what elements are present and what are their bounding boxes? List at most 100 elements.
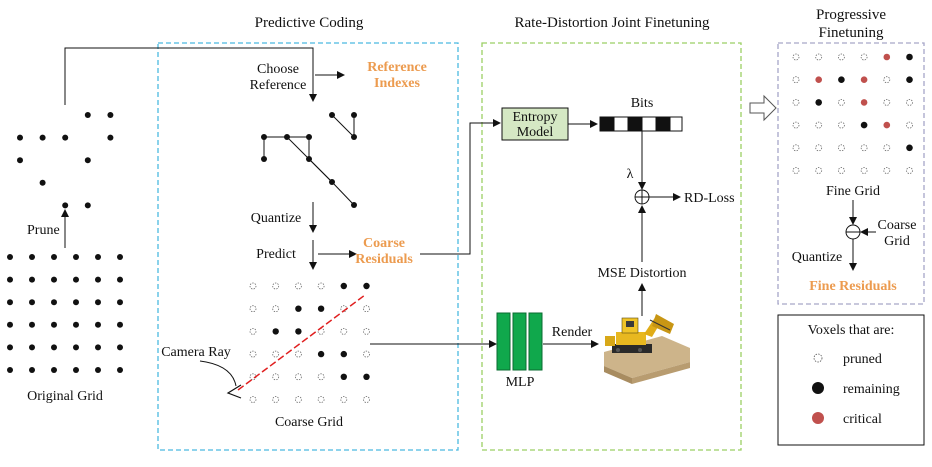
- pruned-voxel: [860, 144, 868, 152]
- pruned-voxel: [838, 167, 845, 174]
- ref-indexes-line2: Indexes: [374, 76, 420, 91]
- pruned-voxel: [272, 282, 280, 290]
- pruned-grid: [17, 112, 114, 209]
- remaining-voxel: [272, 328, 279, 335]
- fine-residuals-label: Fine Residuals: [809, 279, 897, 294]
- remaining-voxel: [7, 321, 13, 328]
- legend-box: [777, 314, 925, 446]
- rd-loss-label: RD-Loss: [684, 191, 735, 206]
- pruned-voxel: [272, 305, 280, 313]
- remaining-voxel: [107, 134, 114, 141]
- remaining-voxel: [906, 144, 913, 152]
- progressive-finetuning-box: [777, 42, 925, 305]
- reference-tree-nodes: [261, 112, 357, 208]
- predictive-coding-title: Predictive Coding: [255, 15, 364, 31]
- predict-label: Predict: [256, 247, 296, 262]
- coarse-grid: [249, 282, 370, 403]
- remaining-voxel: [29, 367, 35, 373]
- remaining-voxel: [95, 299, 101, 306]
- camera-icon: [226, 384, 242, 399]
- remaining-voxel: [815, 99, 822, 106]
- rd-finetuning-title: Rate-Distortion Joint Finetuning: [515, 15, 710, 31]
- pruned-voxel: [906, 121, 913, 129]
- remaining-voxel: [340, 282, 347, 290]
- remaining-voxel: [51, 321, 57, 328]
- progressive-title-line2: Finetuning: [818, 25, 884, 41]
- remaining-voxel: [117, 276, 123, 283]
- remaining-voxel: [7, 367, 13, 373]
- remaining-voxel: [295, 328, 302, 335]
- mlp-label: MLP: [506, 375, 535, 390]
- pruned-voxel: [815, 53, 823, 61]
- coarse-grid-label: Coarse Grid: [275, 415, 343, 430]
- pruned-voxel: [317, 396, 325, 403]
- fine-grid: [792, 53, 913, 174]
- pruned-voxel: [838, 121, 845, 129]
- transition-arrow-icon: [749, 94, 777, 122]
- remaining-voxel: [29, 254, 35, 260]
- lambda-label: λ: [627, 167, 634, 182]
- remaining-voxel: [17, 157, 23, 164]
- pruned-voxel: [294, 282, 302, 290]
- legend-critical-icon: [812, 412, 824, 424]
- critical-voxel: [860, 76, 868, 83]
- remaining-voxel: [117, 299, 123, 306]
- progressive-quantize-label: Quantize: [792, 250, 843, 265]
- pruned-voxel: [792, 144, 800, 152]
- remaining-voxel: [29, 321, 35, 328]
- pruned-voxel: [249, 350, 257, 358]
- remaining-voxel: [51, 299, 57, 306]
- ref-indexes-line1: Reference: [367, 60, 427, 75]
- pruned-voxel: [249, 327, 257, 335]
- pruned-voxel: [272, 350, 280, 358]
- bits-label: Bits: [631, 96, 654, 111]
- remaining-voxel: [340, 373, 347, 380]
- pruned-voxel: [792, 167, 800, 174]
- remaining-voxel: [117, 344, 123, 351]
- remaining-voxel: [84, 202, 91, 209]
- remaining-voxel: [39, 179, 46, 186]
- pruned-voxel: [883, 76, 891, 84]
- remaining-voxel: [73, 276, 79, 283]
- remaining-voxel: [363, 282, 370, 290]
- rendered-lego-image: [604, 314, 690, 384]
- predictive-coding-box: [157, 42, 459, 451]
- entropy-model-line2: Model: [517, 125, 554, 140]
- remaining-voxel: [860, 121, 868, 129]
- remaining-voxel: [62, 202, 69, 209]
- remaining-voxel: [363, 373, 370, 380]
- remaining-voxel: [7, 254, 13, 260]
- pruned-voxel: [340, 396, 348, 403]
- critical-voxel: [815, 76, 822, 83]
- legend-remaining-label: remaining: [843, 382, 900, 397]
- remaining-voxel: [73, 254, 79, 260]
- pruned-voxel: [340, 327, 348, 335]
- pruned-voxel: [249, 396, 257, 403]
- pruned-voxel: [294, 396, 302, 403]
- remaining-voxel: [295, 305, 302, 312]
- pruned-voxel: [363, 396, 370, 403]
- sum-node-icon: [634, 189, 650, 205]
- pruned-voxel: [815, 121, 823, 129]
- remaining-voxel: [95, 321, 101, 328]
- pruned-voxel: [838, 144, 845, 152]
- pruned-voxel: [792, 76, 800, 84]
- progressive-title-line1: Progressive: [816, 7, 886, 23]
- pruned-voxel: [883, 144, 891, 152]
- coarse-grid-ref-line2: Grid: [884, 234, 910, 249]
- pruned-voxel: [249, 282, 257, 290]
- bitstream: [599, 116, 683, 132]
- remaining-voxel: [906, 53, 913, 61]
- choose-label-line1: Choose: [257, 62, 299, 77]
- remaining-voxel: [62, 134, 69, 141]
- pruned-voxel: [815, 144, 823, 152]
- remaining-voxel: [73, 299, 79, 306]
- remaining-voxel: [838, 76, 845, 83]
- remaining-voxel: [107, 112, 114, 118]
- remaining-voxel: [7, 344, 13, 351]
- legend-critical-label: critical: [843, 412, 882, 427]
- entropy-model-line1: Entropy: [512, 110, 557, 125]
- pruned-voxel: [363, 327, 370, 335]
- pruned-voxel: [792, 99, 800, 106]
